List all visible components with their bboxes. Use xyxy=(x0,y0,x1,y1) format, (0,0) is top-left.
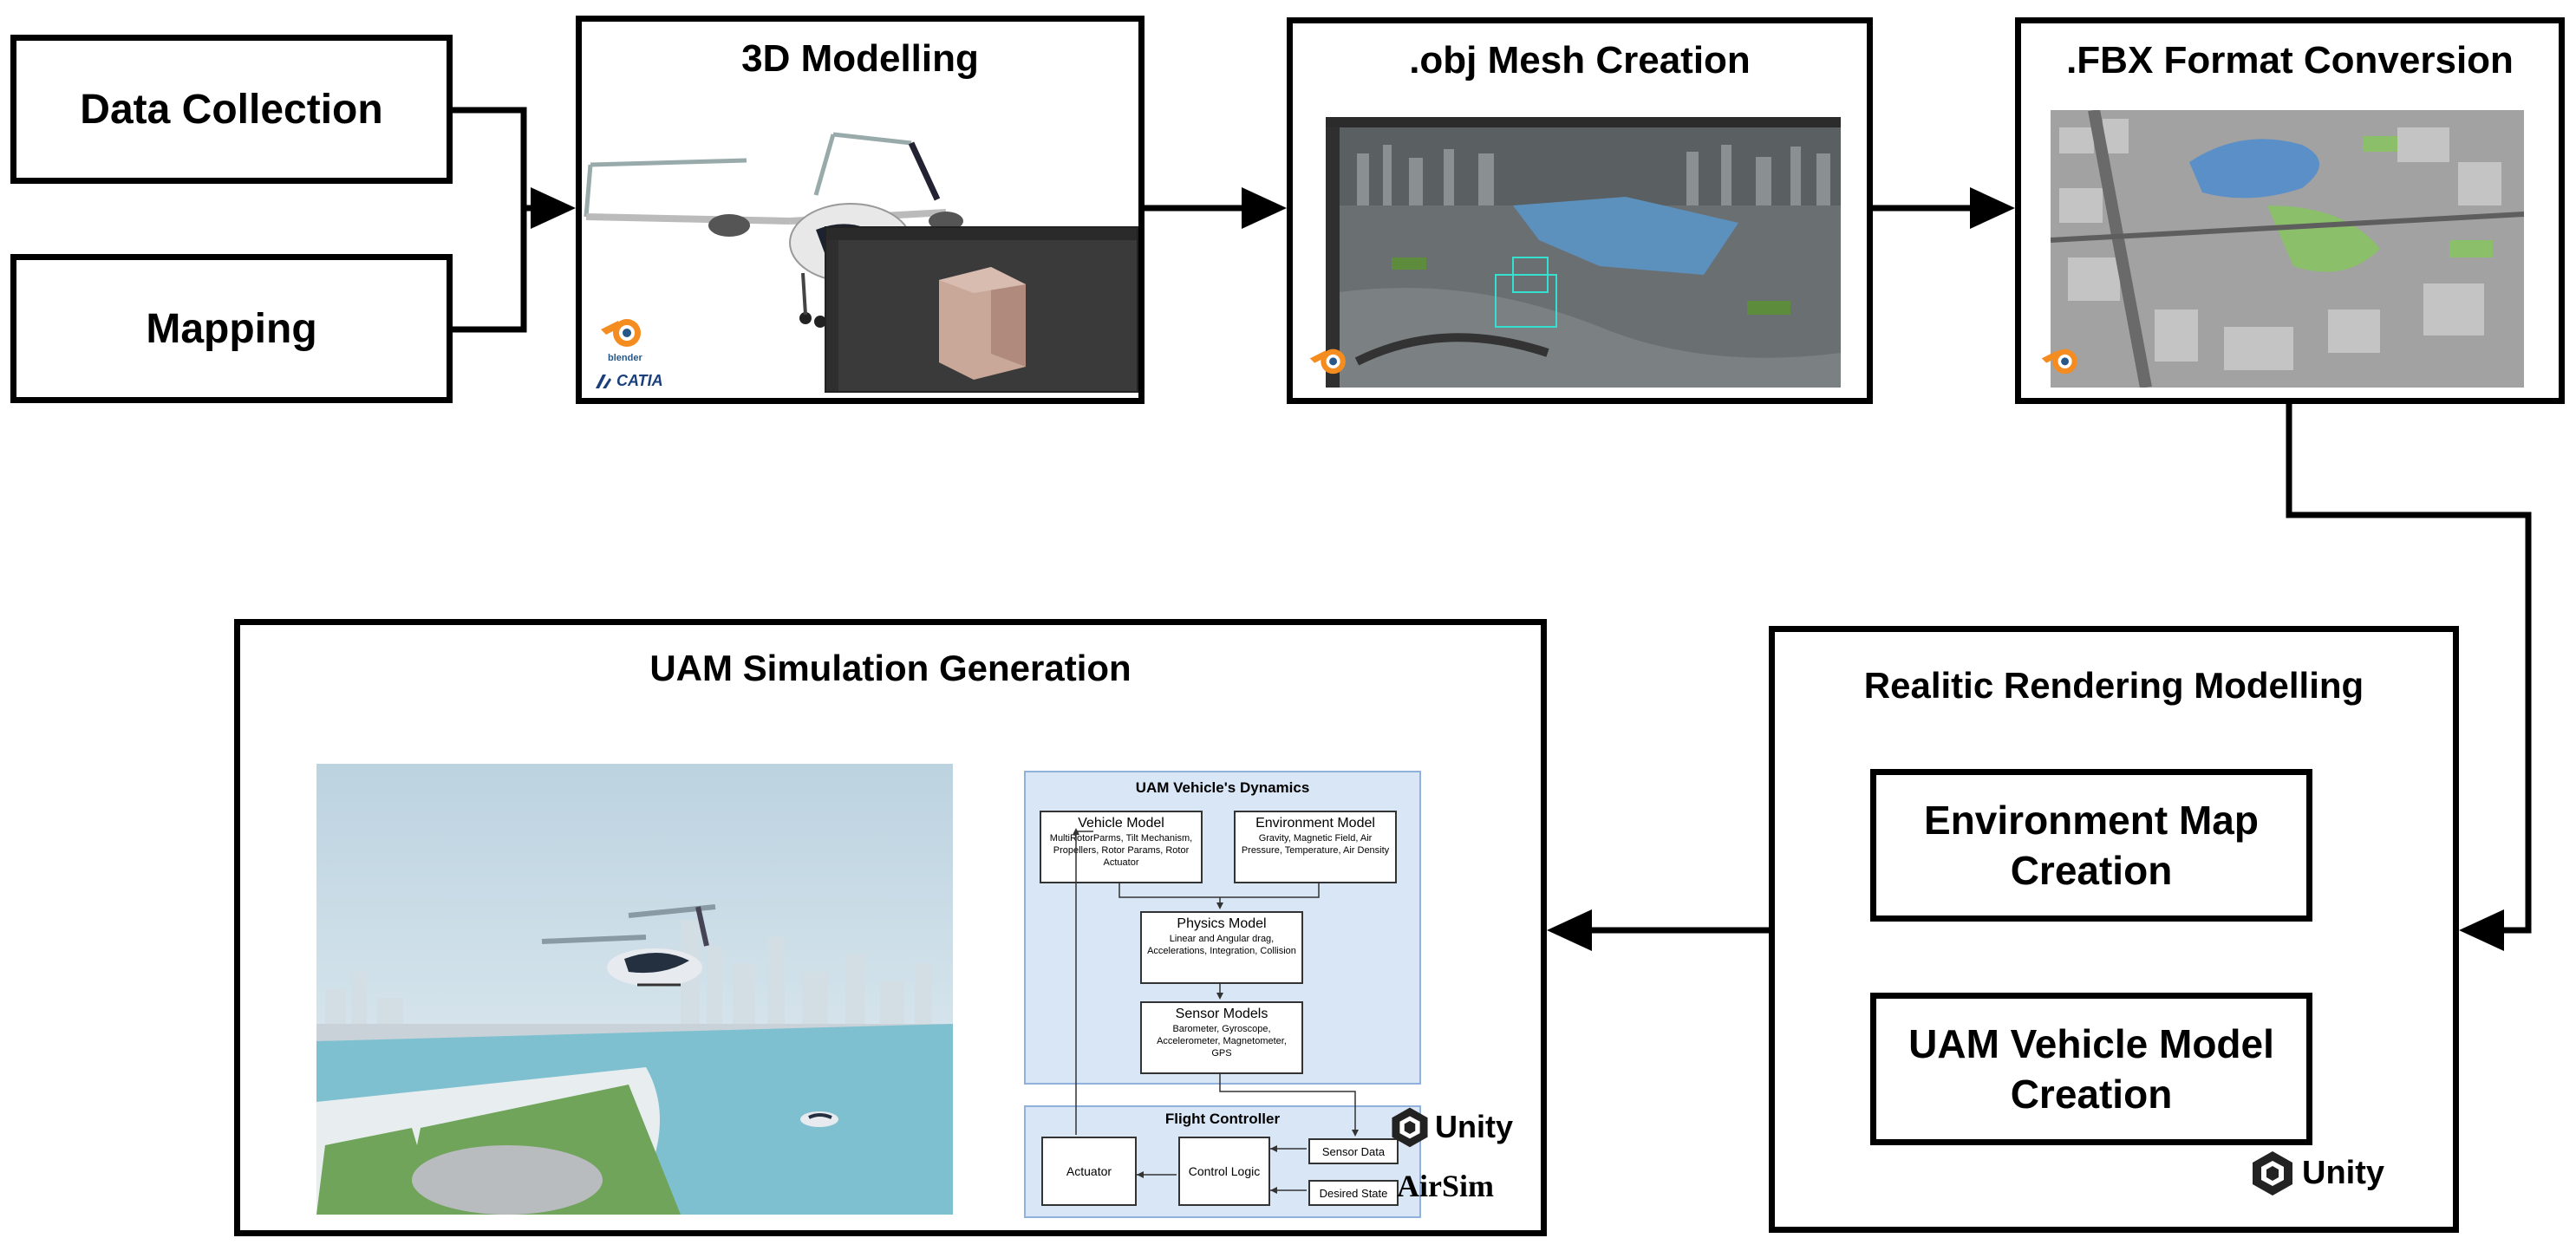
vehicle-model-box: Vehicle Model MultiRotorParms, Tilt Mech… xyxy=(1040,811,1203,883)
sensor-models-title: Sensor Models xyxy=(1175,1007,1268,1021)
uam-vehicle-model-label: UAM Vehicle Model Creation xyxy=(1908,1021,2274,1117)
realistic-rendering-title: Realitic Rendering Modelling xyxy=(1863,665,2364,706)
obj-mesh-node: .obj Mesh Creation xyxy=(1287,17,1873,404)
arrowhead-to-obj xyxy=(1242,187,1287,229)
data-collection-node: Data Collection xyxy=(10,35,453,184)
control-logic-box: Control Logic xyxy=(1178,1137,1270,1206)
uam-vehicle-model-node: UAM Vehicle Model Creation xyxy=(1870,993,2312,1145)
sensor-data-box: Sensor Data xyxy=(1308,1138,1399,1164)
realistic-rendering-node: Realitic Rendering Modelling Environment… xyxy=(1769,626,2459,1233)
sensor-models-box: Sensor Models Barometer, Gyroscope, Acce… xyxy=(1140,1001,1303,1074)
building-block-icon xyxy=(939,267,1026,380)
unity-icon xyxy=(2253,1151,2292,1196)
city-mesh-illustration xyxy=(1340,127,1841,388)
arrowhead-to-simulation xyxy=(1547,909,1592,951)
connector-data-to-modelling xyxy=(449,107,527,208)
environment-model-box: Environment Model Gravity, Magnetic Fiel… xyxy=(1234,811,1397,883)
airsim-logo: AirSim xyxy=(1397,1168,1494,1204)
vehicle-model-body: MultiRotorParms, Tilt Mechanism, Propell… xyxy=(1049,833,1193,868)
physics-model-body: Linear and Angular drag, Accelerations, … xyxy=(1147,934,1296,956)
arrowhead-to-modelling xyxy=(531,187,576,229)
unity-logo-rendering: Unity xyxy=(2248,1149,2384,1197)
mapping-label: Mapping xyxy=(146,305,317,352)
city-render-illustration xyxy=(2051,110,2524,388)
fbx-conversion-title: .FBX Format Conversion xyxy=(2066,39,2514,81)
dynamics-title: UAM Vehicle's Dynamics xyxy=(1135,779,1310,796)
data-collection-label: Data Collection xyxy=(80,86,383,133)
sensor-models-body: Barometer, Gyroscope, Accelerometer, Mag… xyxy=(1157,1024,1287,1059)
blender-logo-small xyxy=(1308,342,1352,383)
dynamics-panel: UAM Vehicle's Dynamics Vehicle Model Mul… xyxy=(1024,771,1421,1085)
desired-state-box: Desired State xyxy=(1308,1180,1399,1206)
unity-logo-simulation: Unity xyxy=(1388,1105,1513,1149)
uam-simulation-node: UAM Simulation Generation xyxy=(234,619,1547,1236)
blender-logo-text: blender xyxy=(608,353,642,363)
modelling-3d-title: 3D Modelling xyxy=(741,37,979,80)
physics-model-box: Physics Model Linear and Angular drag, A… xyxy=(1140,911,1303,984)
blender-icon xyxy=(2041,349,2077,375)
env-map-node: Environment Map Creation xyxy=(1870,769,2312,922)
cad-software-screenshot xyxy=(825,226,1138,393)
fbx-city-render xyxy=(2051,110,2524,388)
blender-logo-fbx xyxy=(2040,342,2084,383)
unity-icon xyxy=(1392,1107,1428,1148)
desired-state-label: Desired State xyxy=(1319,1187,1388,1200)
mesh-viewport-screenshot xyxy=(1326,117,1841,388)
actuator-label: Actuator xyxy=(1066,1163,1112,1178)
unity-logo-text: Unity xyxy=(2302,1154,2384,1191)
catia-logo: CATIA xyxy=(594,372,663,390)
physics-model-title: Physics Model xyxy=(1177,916,1267,931)
fbx-conversion-node: .FBX Format Conversion xyxy=(2015,17,2565,404)
arrowhead-to-rendering xyxy=(2459,909,2504,951)
environment-model-title: Environment Model xyxy=(1255,816,1375,831)
connector-fbx-to-rendering xyxy=(2286,401,2532,934)
blender-logo: blender xyxy=(599,312,651,364)
control-logic-label: Control Logic xyxy=(1188,1163,1261,1178)
city-flight-scene xyxy=(316,764,953,1215)
dynamics-connectors xyxy=(1073,828,1359,1194)
environment-model-body: Gravity, Magnetic Field, Air Pressure, T… xyxy=(1241,833,1390,856)
catia-icon xyxy=(596,374,611,388)
sensor-data-label: Sensor Data xyxy=(1321,1145,1386,1158)
blender-icon xyxy=(1309,349,1346,375)
mapping-node: Mapping xyxy=(10,254,453,403)
obj-mesh-title: .obj Mesh Creation xyxy=(1409,39,1751,81)
unity-logo-text: Unity xyxy=(1435,1109,1513,1144)
blender-icon xyxy=(601,319,641,347)
connector-mapping-to-modelling xyxy=(449,208,527,333)
catia-logo-text: CATIA xyxy=(616,372,663,389)
actuator-box: Actuator xyxy=(1041,1137,1137,1206)
arrowhead-to-fbx xyxy=(1970,187,2015,229)
env-map-label: Environment Map Creation xyxy=(1924,798,2259,893)
flight-controller-title: Flight Controller xyxy=(1164,1111,1281,1127)
vehicle-model-title: Vehicle Model xyxy=(1078,816,1164,831)
modelling-3d-node: 3D Modelling blender xyxy=(576,16,1145,404)
airsim-logo-text: AirSim xyxy=(1397,1169,1494,1203)
simulation-render xyxy=(316,764,953,1215)
uam-simulation-title: UAM Simulation Generation xyxy=(649,648,1131,688)
